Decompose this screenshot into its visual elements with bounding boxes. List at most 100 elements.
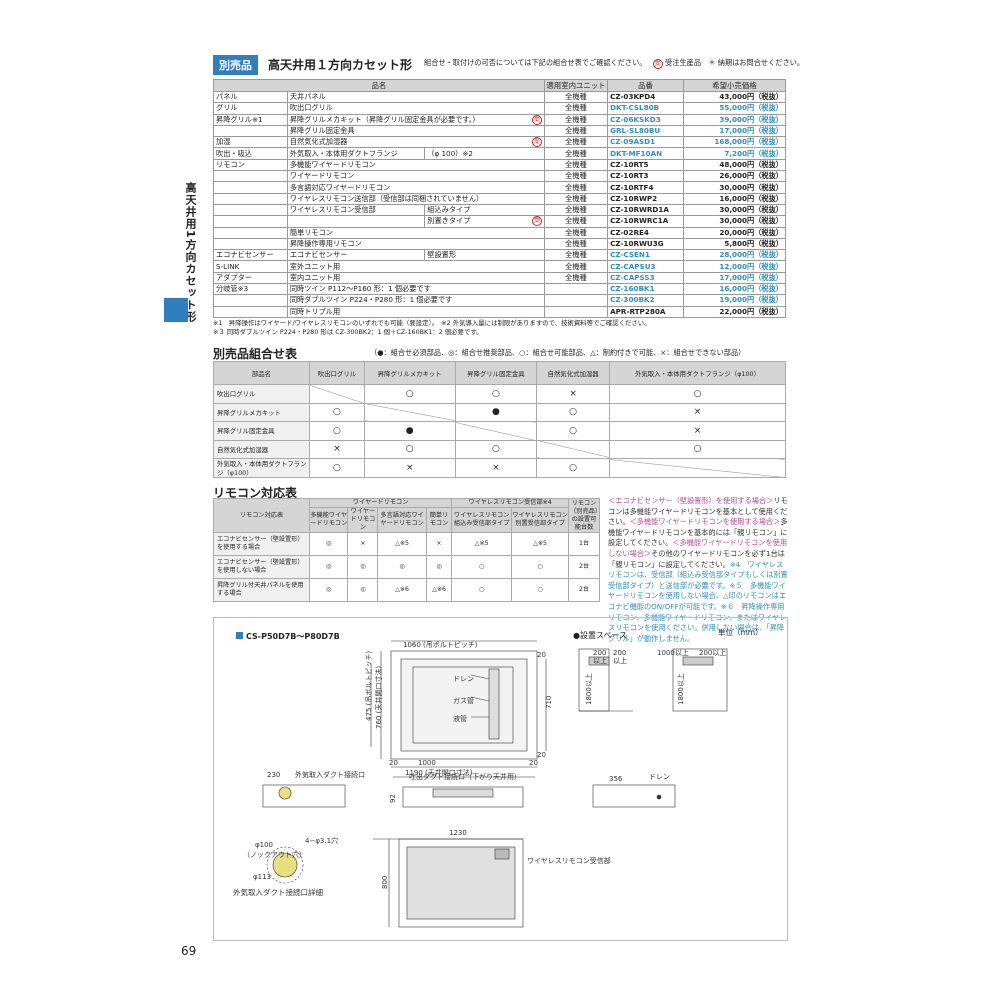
pipe-area (488, 668, 500, 740)
header-price: 希望小売価格 (682, 79, 787, 92)
product-name-text: 多言語対応ワイヤードリモコン (289, 182, 391, 192)
dim-1230: 1230 (449, 829, 467, 837)
products-footnote-1: ※1 昇降操作はワイヤード/ワイヤレスリモコンのいずれでも可能（要設定）。 ※2… (213, 319, 651, 327)
product-code: APR-RTP280A (607, 305, 684, 318)
combo-row: 吹出口グリル○○×○ (213, 384, 787, 404)
product-unit: 全機種 (543, 260, 609, 273)
remote-cell: △※5 (451, 532, 513, 556)
combo-cell: ● (363, 421, 456, 441)
remote-corner: リモコン対応表 (213, 498, 310, 533)
remote-cell: ○ (451, 555, 513, 579)
drawing-panel (213, 617, 788, 941)
product-unit: 全機種 (543, 203, 609, 217)
dim-800: 800 (381, 876, 389, 889)
remote-row-header: エコナビセンサー（壁設置形）を使用しない場合 (213, 555, 310, 579)
product-price: 16,000円（税抜） (682, 192, 787, 205)
product-name-text: 室外ユニット用 (289, 261, 341, 271)
remote-note: 多機能ワイヤードリモコンを基本的には「親リモコン」に設定してください。 (608, 517, 788, 548)
dim-92: 92 (389, 794, 397, 803)
product-category (213, 124, 288, 138)
product-code: CZ-CAPSU3 (607, 260, 684, 273)
delivery-note: ＊ 納期はお問合せください。 (708, 58, 805, 67)
combo-cell: × (454, 458, 538, 478)
combo-cell: ○ (363, 384, 456, 404)
remote-note: ＜多機能ワイヤードリモコンを使用する場合＞ (629, 517, 781, 527)
product-price: 26,000円（税抜） (682, 170, 787, 183)
product-unit: 全機種 (543, 113, 609, 126)
combo-cell: ○ (608, 439, 787, 459)
product-name: 天井パネル (286, 90, 545, 104)
product-price: 22,000円（税抜） (682, 305, 787, 318)
product-code: CZ-10RTF4 (607, 181, 684, 194)
product-category: 加湿 (213, 136, 288, 149)
combo-col-header: 昇降グリル固定金具 (454, 361, 538, 385)
product-name-text: 多機能ワイヤードリモコン (289, 159, 376, 169)
combo-row: 外気取入・本体用ダクトフランジ（φ100）○××○ (213, 458, 787, 478)
dim-356: 356 (609, 775, 623, 783)
dim-20-c: 20 (389, 759, 398, 767)
product-code: CZ-06KSKD3 (607, 113, 684, 126)
remote-note: その他のワイヤードリモコンを必ず1台は「親リモコン」に設定してください。 (608, 548, 785, 569)
combo-legend: （●：組合せ必須部品、◎：組合せ推奨部品、○：組合せ可能部品、△：制約付きで可能… (370, 348, 746, 357)
label-gas: ガス管 (453, 696, 474, 705)
product-price: 5,800円（税抜） (682, 237, 787, 251)
header-unit: 適用室内ユニット (543, 79, 609, 92)
remote-cell: △※5 (377, 532, 427, 556)
dim-1000: 1000 (418, 759, 436, 767)
dim-230: 230 (267, 771, 280, 779)
combo-cell (309, 384, 365, 404)
label-phi100: φ100 (255, 841, 273, 849)
combo-note: 組合せ・取付けの可否については下記の組合せ表でご確認ください。 (424, 58, 647, 67)
model-square-icon (236, 632, 243, 639)
product-price: 168,000円（税抜） (682, 136, 787, 149)
product-name-text: 昇降グリルメカキット（昇降グリル固定金具が必要です。） (289, 114, 480, 124)
product-code: DKT-CSL80B (607, 102, 684, 115)
product-price: 55,000円（税抜） (682, 102, 787, 115)
combo-cell: ○ (454, 384, 538, 404)
remote-row-header: エコナビセンサー（壁設置形）を使用する場合 (213, 532, 310, 556)
product-unit: 全機種 (543, 226, 609, 239)
section-tag: 別売品 (213, 55, 258, 75)
side-view-right (592, 784, 676, 808)
combo-cell: ○ (363, 439, 456, 459)
remote-cell: ◎ (347, 578, 379, 602)
install-space-label: ●設置スペース (573, 631, 628, 640)
product-name: 同時ツイン P112～P160 形：1 個必要です (286, 283, 545, 296)
product-category (213, 170, 288, 183)
combo-col-header: 外気取入・本体用ダクトフランジ（φ100） (608, 361, 787, 385)
product-unit: 全機種 (543, 215, 609, 228)
remote-row: エコナビセンサー（壁設置形）を使用しない場合◎◎◎◎○○2台 (213, 555, 600, 579)
combo-row: 自然気化式加湿器×○○○ (213, 439, 787, 459)
header-name: 品名 (213, 79, 545, 92)
product-code: CZ-10RWRC1A (607, 215, 684, 228)
remote-col-header: 多言語対応ワイヤードリモコン (377, 507, 427, 533)
product-price: 7,200円（税抜） (682, 147, 787, 160)
combo-row-header: 吹出口グリル (213, 384, 310, 404)
product-category: 昇降グリル※1 (213, 113, 288, 126)
top-view-inner (400, 658, 528, 752)
label-detail: 外気取入ダクト接続口詳細 (233, 887, 323, 897)
product-code: DKT-MF10AN (607, 147, 684, 160)
product-sub-text: （φ 100）※2 (427, 148, 473, 158)
product-sub: 別置きタイプ受 (424, 215, 545, 228)
combo-cell: × (309, 439, 365, 459)
remote-cell: ◎ (347, 555, 379, 579)
combo-cell (608, 458, 787, 478)
product-name: 室内ユニット用 (286, 271, 545, 285)
remote-count: 2台 (568, 555, 600, 579)
remote-count: 2台 (568, 578, 600, 602)
section-title: 高天井用１方向カセット形 (268, 58, 413, 72)
product-price: 12,000円（税抜） (682, 260, 787, 273)
product-unit: 全機種 (543, 249, 609, 262)
product-name: ワイヤレスリモコン送信部（受信部は同梱されていません） (286, 192, 545, 205)
remote-cell: ◎ (308, 555, 349, 579)
product-unit: 全機種 (543, 90, 609, 104)
